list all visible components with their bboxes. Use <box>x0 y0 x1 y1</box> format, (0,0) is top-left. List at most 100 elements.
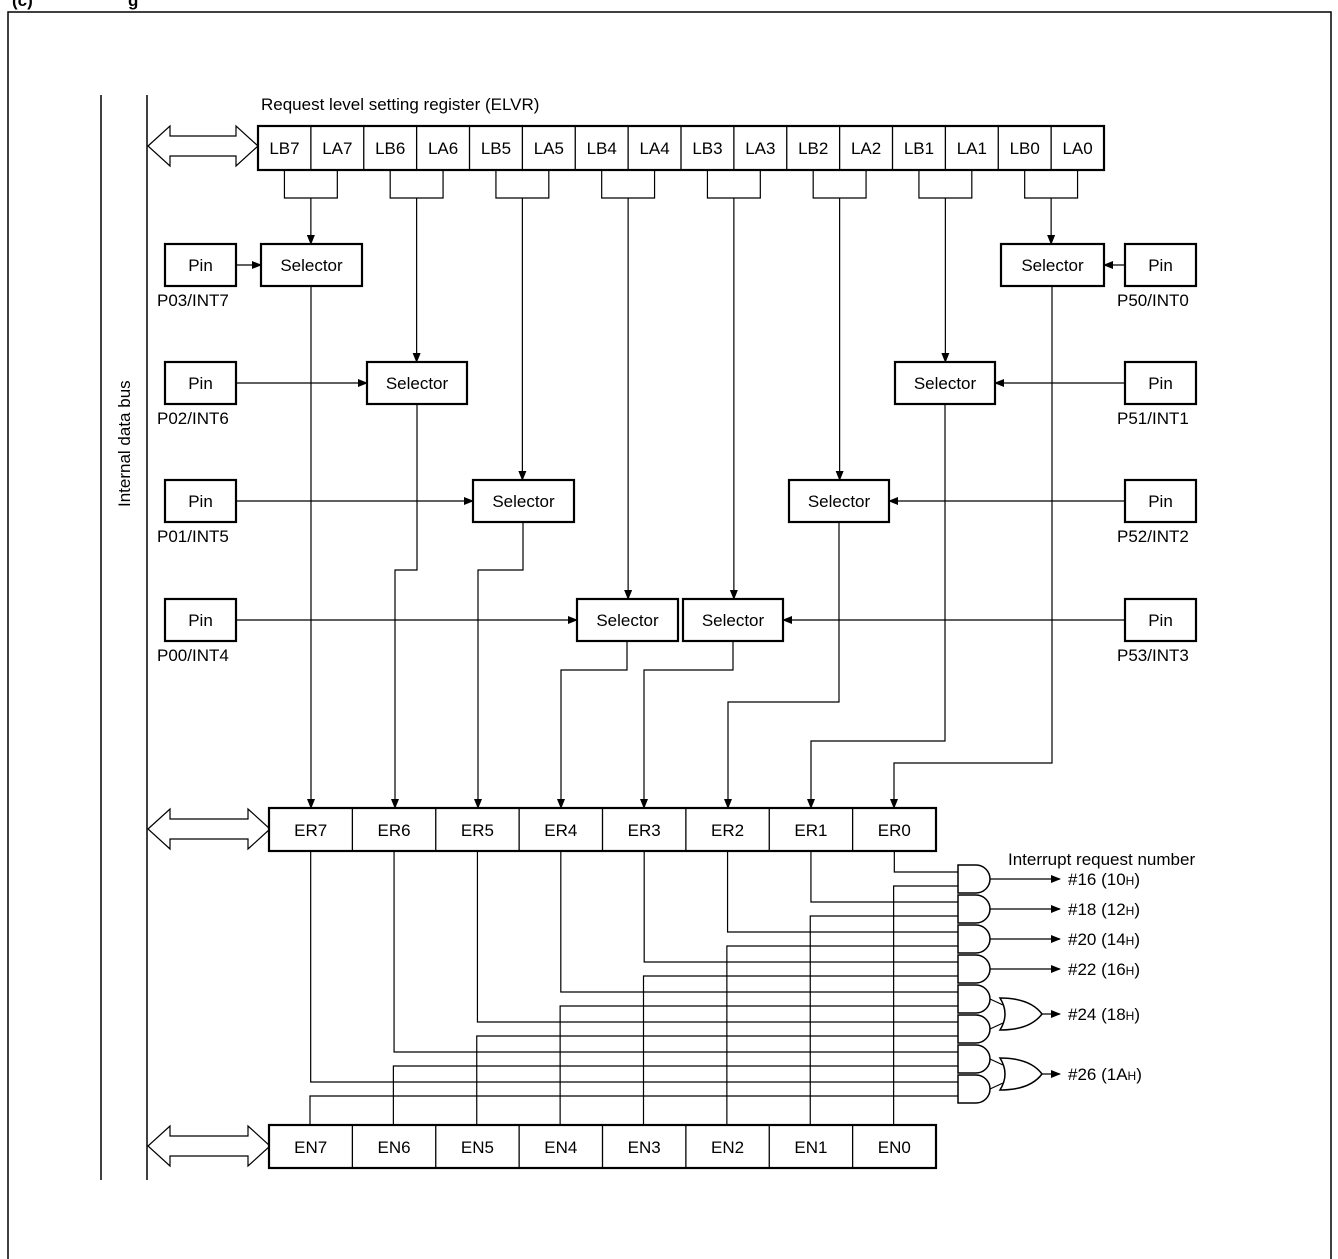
elvr-bracket <box>1024 170 1079 199</box>
elvr-bit-la1: LA1 <box>957 139 987 158</box>
irq-number-close: ) <box>1134 960 1140 979</box>
er-bit-er2: ER2 <box>711 821 744 840</box>
bus-arrow-en <box>147 1124 271 1168</box>
selector-box-int6 <box>365 360 469 406</box>
and-gate <box>957 1014 991 1044</box>
er-bit-er6: ER6 <box>378 821 411 840</box>
selector-box-int1 <box>893 360 997 406</box>
en-bit-en6: EN6 <box>378 1138 411 1157</box>
selector-label: Selector <box>386 374 449 393</box>
pin-label: Pin <box>1148 611 1173 630</box>
sel1-to-er1 <box>807 404 946 809</box>
sel2-to-er2 <box>724 522 840 809</box>
er-bit-er1: ER1 <box>794 821 827 840</box>
pin-name-left: P02/INT6 <box>157 409 229 428</box>
sel3-to-er3 <box>640 641 734 809</box>
irq-number-5: #26 (1AH) <box>1068 1065 1142 1084</box>
irq-number-close: ) <box>1134 900 1140 919</box>
en7-to-gate <box>309 1095 958 1125</box>
elvr-bracket <box>495 170 550 199</box>
selector-label: Selector <box>702 611 765 630</box>
er-bit-er3: ER3 <box>628 821 661 840</box>
pin-label: Pin <box>188 374 213 393</box>
elvr-bit-la4: LA4 <box>639 139 669 158</box>
bus-arrow-er <box>147 807 271 851</box>
er3-to-gate <box>643 851 958 963</box>
er-bit-er7: ER7 <box>294 821 327 840</box>
and-to-or <box>989 1058 1004 1066</box>
selector-label: Selector <box>914 374 977 393</box>
elvr-bracket <box>283 170 338 199</box>
elvr-bit-lb2: LB2 <box>798 139 828 158</box>
irq-output-labels: #16 (10H)#18 (12H)#20 (14H)#22 (16H)#24 … <box>1068 870 1142 1084</box>
selector-label: Selector <box>1021 256 1084 275</box>
pin-name-right: P50/INT0 <box>1117 291 1189 310</box>
pin-name-left: P01/INT5 <box>157 527 229 546</box>
and-to-or <box>989 998 1004 1006</box>
pin-name-right: P52/INT2 <box>1117 527 1189 546</box>
selector-box-int2 <box>787 478 891 524</box>
irq-number-close: ) <box>1134 870 1140 889</box>
irq-title: Interrupt request number <box>1008 850 1195 869</box>
sel6-to-er6 <box>391 404 418 809</box>
irq-number-suffix: H <box>1126 874 1135 888</box>
pin-name-right: P53/INT3 <box>1117 646 1189 665</box>
irq-number-close: ) <box>1134 1005 1140 1024</box>
er0-to-gate <box>893 851 958 873</box>
sel0-to-er0 <box>890 286 1053 809</box>
sel5-to-er5 <box>474 522 524 809</box>
en1-to-gate <box>809 915 958 1125</box>
pin-label: Pin <box>188 492 213 511</box>
irq-number-1: #18 (12H) <box>1068 900 1140 919</box>
pins: PinP03/INT7PinP50/INT0PinP02/INT6PinP51/… <box>157 242 1198 665</box>
elvr-bracket <box>601 170 656 199</box>
en-bit-en0: EN0 <box>878 1138 911 1157</box>
elvr-bit-la0: LA0 <box>1062 139 1092 158</box>
selector-box-int4 <box>575 597 680 643</box>
irq-number-4: #24 (18H) <box>1068 1005 1140 1024</box>
en-bit-en3: EN3 <box>628 1138 661 1157</box>
irq-number-main: #16 (10 <box>1068 870 1126 889</box>
logic-gates <box>309 851 1061 1125</box>
elvr-bit-la3: LA3 <box>745 139 775 158</box>
irq-number-suffix: H <box>1126 904 1135 918</box>
elvr-bit-lb0: LB0 <box>1010 139 1040 158</box>
er6-to-gate <box>393 851 958 1053</box>
en5-to-gate <box>476 1035 958 1125</box>
irq-number-main: #26 (1A <box>1068 1065 1128 1084</box>
and-gate <box>957 894 991 924</box>
irq-number-0: #16 (10H) <box>1068 870 1140 889</box>
and-gate <box>957 864 991 894</box>
en-bit-en4: EN4 <box>544 1138 577 1157</box>
pin-label: Pin <box>1148 492 1173 511</box>
en6-to-gate <box>392 1065 958 1125</box>
en3-to-gate <box>642 975 958 1125</box>
en-bit-en5: EN5 <box>461 1138 494 1157</box>
or-gate <box>998 1057 1043 1091</box>
elvr-bit-lb7: LB7 <box>269 139 299 158</box>
er-bit-er0: ER0 <box>878 821 911 840</box>
er1-to-gate <box>810 851 958 903</box>
pin-name-left: P00/INT4 <box>157 646 229 665</box>
pin-box-right <box>1123 478 1198 524</box>
er7-to-gate <box>310 851 958 1083</box>
pin-box-left <box>163 478 238 524</box>
pin-name-left: P03/INT7 <box>157 291 229 310</box>
irq-number-3: #22 (16H) <box>1068 960 1140 979</box>
pin-box-right <box>1123 360 1198 406</box>
selector-label: Selector <box>596 611 659 630</box>
irq-number-main: #24 (18 <box>1068 1005 1126 1024</box>
er-bit-er4: ER4 <box>544 821 577 840</box>
elvr-bracket <box>812 170 867 199</box>
elvr-bit-la2: LA2 <box>851 139 881 158</box>
irq-number-suffix: H <box>1126 934 1135 948</box>
en2-to-gate <box>726 945 958 1125</box>
er2-to-gate <box>726 851 958 933</box>
irq-number-suffix: H <box>1126 1009 1135 1023</box>
and-to-or <box>989 1082 1004 1090</box>
selector-box-int3 <box>681 597 785 643</box>
elvr-title: Request level setting register (ELVR) <box>261 95 539 114</box>
